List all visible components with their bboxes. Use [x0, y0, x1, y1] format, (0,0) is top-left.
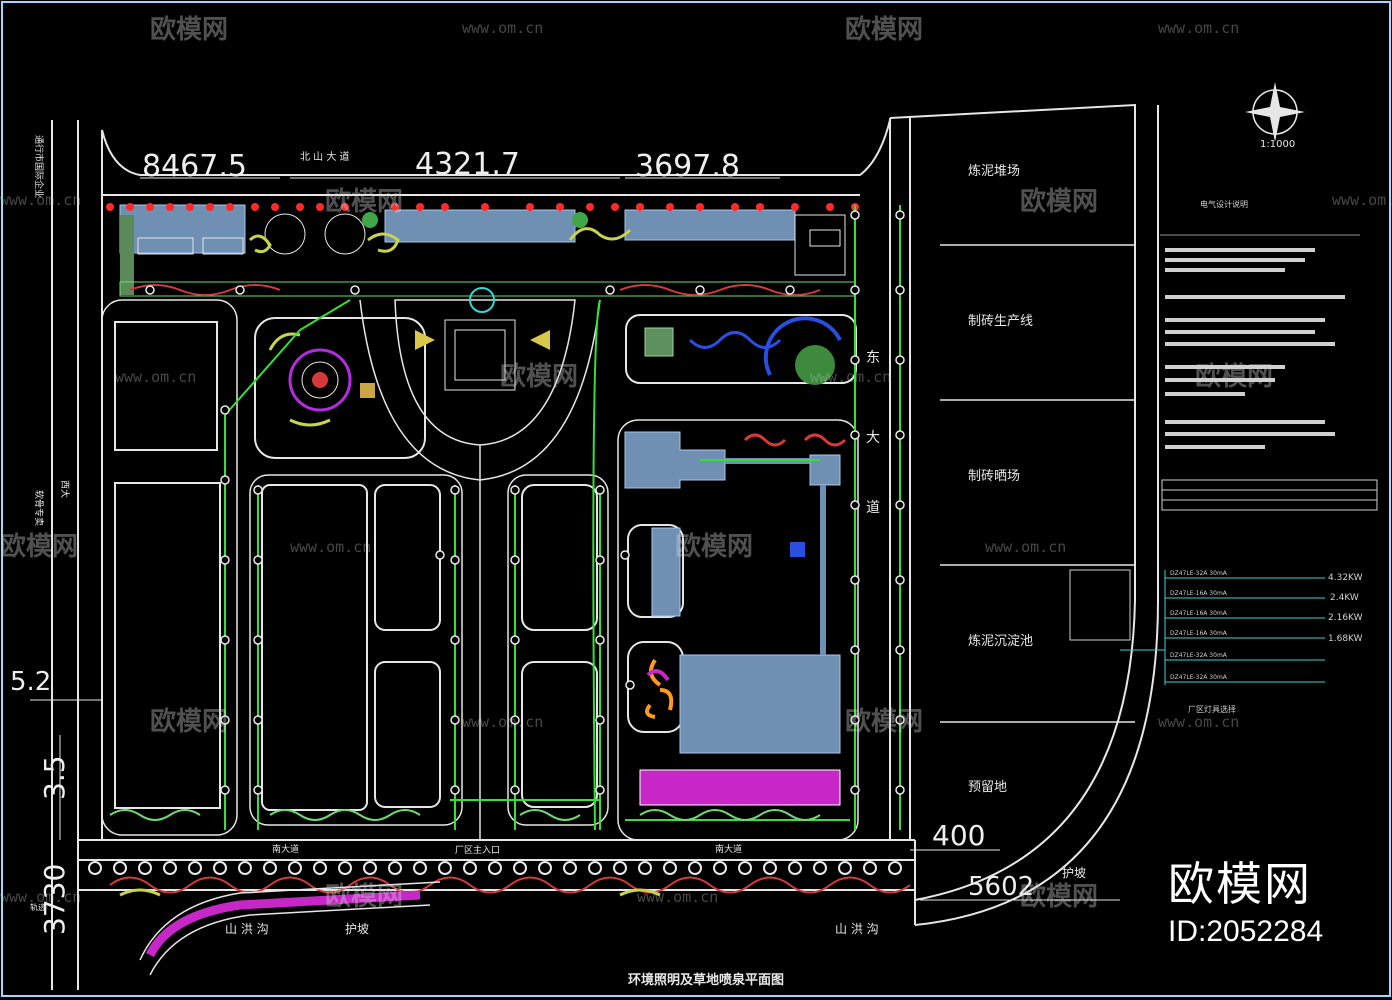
watermark-brand: 欧模网 [325, 186, 403, 217]
watermark-url: www.om.cn [290, 538, 371, 556]
slope-right-label: 护坡 [1062, 866, 1086, 880]
circuit-3-label: DZ47LE-16A 30mA [1170, 610, 1228, 617]
watermark-brand: 欧模网 [150, 706, 228, 737]
dim-5602: 5602 [968, 872, 1034, 902]
flower-bed [644, 658, 674, 719]
south-lights [88, 861, 902, 875]
left-note-label: 通行市国际企业 [33, 135, 45, 198]
light-fixtures [145, 210, 905, 795]
central-plaza [268, 287, 550, 427]
circuit-2-label: DZ47LE-16A 30mA [1170, 590, 1228, 597]
east-fountain [644, 316, 847, 447]
dim-top-mid: 4321.7 [415, 147, 520, 182]
circuit-6-label: DZ47LE-32A 30mA [1170, 674, 1228, 681]
circuit-4-label: DZ47LE-16A 30mA [1170, 630, 1228, 637]
watermark-brand: 欧模网 [0, 531, 78, 562]
inner-roads [101, 299, 859, 841]
road-south-label-1: 南大道 [272, 843, 299, 855]
watermark-url: www.om.cn [462, 713, 543, 731]
road-south-label-2: 南大道 [715, 843, 742, 855]
watermark-url: www.om.cn [985, 538, 1066, 556]
brand-watermark: 欧模网 ID:2052284 [1168, 856, 1378, 952]
zone-2-label: 制砖生产线 [968, 314, 1033, 329]
road-west-label: 西大 [59, 480, 71, 498]
road-north-label: 北 山 大 道 [300, 150, 350, 163]
ditch-left-label: 山 洪 沟 [225, 922, 269, 936]
scale-label: 1:1000 [1260, 139, 1295, 150]
dim-400: 400 [932, 819, 985, 852]
site-boundary [51, 103, 1159, 990]
watermark-url: www.om.cn [1332, 191, 1392, 209]
watermark-brand: 欧模网 [150, 14, 228, 45]
circuit-2-value: 2.4KW [1330, 593, 1359, 603]
watermark-brand: 欧模网 [675, 531, 753, 562]
drawing-title: 环境照明及草地喷泉平面图 [628, 972, 784, 988]
road-east-label-1: 东 [866, 350, 880, 366]
watermark-brand: 欧模网 [845, 706, 923, 737]
road-east-label-3: 道 [866, 500, 880, 516]
circuit-5-label: DZ47LE-32A 30mA [1170, 652, 1228, 659]
watermark-brand: 欧模网 [325, 881, 403, 912]
ditch-banks [139, 881, 441, 976]
circuit-1-label: DZ47LE-32A 30mA [1170, 570, 1228, 577]
watermark-brand: 欧模网 [1020, 881, 1098, 912]
flower-bed-2 [646, 669, 670, 682]
zone-dividers [940, 244, 1135, 723]
brand-id: ID:2052284 [1168, 915, 1324, 948]
circuit-3-value: 2.16KW [1328, 613, 1363, 623]
north-row [106, 203, 859, 297]
watermark-url: www.om.cn [462, 19, 543, 37]
watermark-url: www.om.cn [1158, 19, 1239, 37]
blue-marker [790, 542, 805, 557]
legend-panel [1069, 234, 1378, 685]
circuit-1-value: 4.32KW [1328, 573, 1363, 583]
flood-ditch [145, 890, 421, 958]
bottom-left-label: 轨迹 [30, 902, 46, 912]
dim-left-3730: 3730 [38, 864, 71, 935]
magenta-lot [639, 769, 841, 806]
circuit-4-value: 1.68KW [1328, 634, 1363, 644]
watermark-layer: 欧模网 欧模网 欧模网 欧模网 欧模网 欧模网 欧模网 欧模网 欧模网 欧模网 … [0, 14, 1392, 912]
watermark-brand: 欧模网 [500, 361, 578, 392]
watermark-brand: 欧模网 [1020, 186, 1098, 217]
west-buildings [114, 314, 857, 811]
zone-4-label: 炼泥沉淀池 [968, 634, 1033, 649]
north-arrow-icon [1245, 82, 1305, 142]
watermark-url: www.om.cn [0, 191, 81, 209]
zone-1-label: 炼泥堆场 [968, 164, 1020, 179]
road-east-label-2: 大 [866, 430, 880, 446]
ditch-right-label: 山 洪 沟 [835, 922, 879, 936]
dim-left-52: 5.2 [10, 667, 51, 697]
zone-3-label: 制砖晒场 [968, 469, 1020, 484]
dim-top-right: 3697.8 [635, 149, 740, 184]
zone-5-label: 预留地 [968, 780, 1007, 795]
gate-label: 厂区主入口 [455, 844, 500, 856]
brand-name: 欧模网 [1168, 857, 1312, 911]
legend-footer: 厂区灯具选择 [1188, 704, 1236, 714]
watermark-brand: 欧模网 [845, 14, 923, 45]
watermark-url: www.om.cn [810, 368, 891, 386]
south-hedges [109, 809, 911, 897]
east-buildings [624, 431, 841, 754]
dim-top-left: 8467.5 [142, 149, 247, 184]
dim-left-35: 3.5 [38, 755, 71, 800]
watermark-url: www.om.cn [0, 888, 81, 906]
watermark-brand: 欧模网 [1195, 361, 1273, 392]
watermark-url: www.om.cn [1158, 713, 1239, 731]
east-conveyor-2 [820, 485, 826, 655]
legend-title: 电气设计说明 [1200, 199, 1248, 209]
watermark-url: www.om.cn [115, 368, 196, 386]
watermark-url: www.om.cn [637, 888, 718, 906]
slope-left-label: 护坡 [345, 922, 369, 936]
dimension-lines [30, 177, 1000, 851]
road-west-label-2: 软骨专卖 [33, 490, 45, 526]
